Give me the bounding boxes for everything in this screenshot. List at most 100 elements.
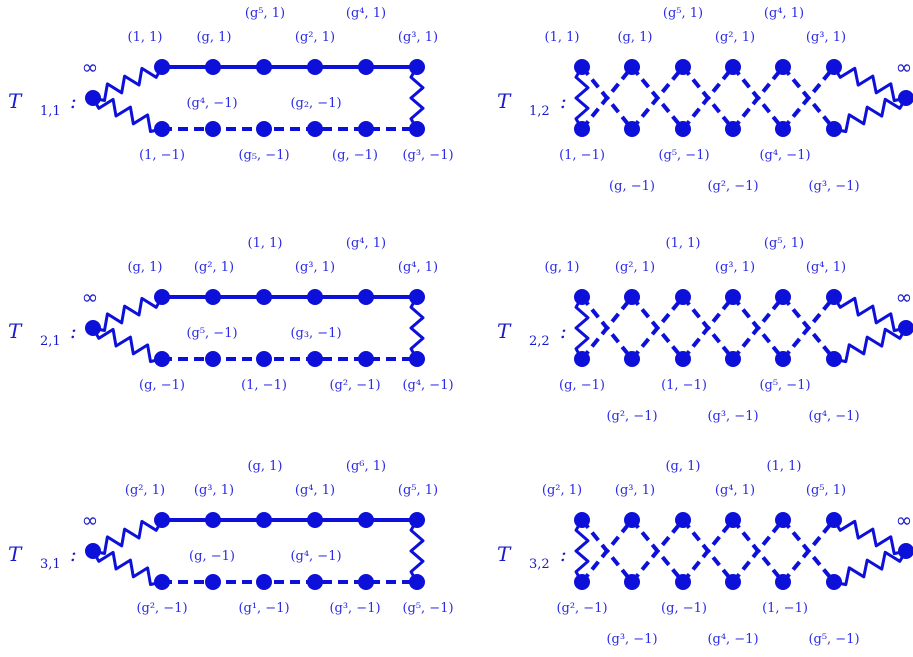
graph-title-T32: T: [497, 542, 512, 566]
node-top: [775, 512, 791, 528]
vertex-label: (g⁴, −1): [707, 632, 758, 647]
edge-zigzag: [832, 66, 907, 103]
node-bottom: [775, 574, 791, 590]
vertex-label: (g⁵, −1): [759, 378, 810, 393]
node-bottom: [775, 121, 791, 137]
graph-title-T31: T: [8, 542, 23, 566]
graph-colon-T11: :: [70, 89, 77, 113]
edge-zigzag: [92, 519, 164, 555]
vertex-label: (g⁵, −1): [658, 148, 709, 163]
vertex-label: (1, −1): [559, 148, 605, 163]
node-bottom: [574, 574, 590, 590]
graph-title-T21: T: [8, 319, 23, 343]
vertex-label: (g, 1): [665, 459, 700, 474]
node-bottom: [624, 351, 640, 367]
node-top: [826, 512, 842, 528]
node-bottom: [574, 121, 590, 137]
node-top: [675, 59, 691, 75]
vertex-label: (1, 1): [248, 236, 283, 251]
edge-zigzag: [574, 519, 590, 583]
vertex-label: (g⁴, 1): [764, 6, 804, 21]
edge-zigzag: [92, 66, 164, 102]
edge-zigzag: [409, 296, 425, 360]
vertex-label: (g, −1): [139, 378, 185, 393]
vertex-label: (g⁴, 1): [346, 6, 386, 21]
node-top: [256, 289, 272, 305]
infinity-label: ∞: [896, 55, 913, 79]
vertex-label: (g², −1): [707, 179, 758, 194]
node-infinity: [85, 543, 101, 559]
vertex-label: (g³, 1): [715, 260, 755, 275]
node-bottom: [826, 351, 842, 367]
vertex-label: (g⁵, −1): [402, 601, 453, 616]
node-bottom: [725, 574, 741, 590]
node-bottom: [256, 121, 272, 137]
graph-subscript-T31: 3,1: [40, 557, 61, 572]
vertex-label: (g⁴, 1): [398, 260, 438, 275]
graph-title-T22: T: [497, 319, 512, 343]
node-top: [307, 512, 323, 528]
vertex-label: (g⁴, −1): [186, 96, 237, 111]
vertex-label: (g², 1): [715, 30, 755, 45]
node-bottom: [205, 351, 221, 367]
vertex-label: (g⁵, 1): [663, 6, 703, 21]
vertex-label: (g², −1): [136, 601, 187, 616]
edge-zigzag: [574, 66, 590, 130]
edge-zigzag: [832, 296, 907, 333]
vertex-label: (1, 1): [767, 459, 802, 474]
node-bottom: [154, 121, 170, 137]
edge-zigzag: [91, 97, 163, 133]
edge-dashed: [681, 518, 735, 584]
vertex-label: (g⁵, −1): [186, 326, 237, 341]
node-top: [826, 59, 842, 75]
vertex-label: (g², 1): [194, 260, 234, 275]
vertex-label: (g⁵, 1): [764, 236, 804, 251]
node-top: [358, 59, 374, 75]
node-top: [205, 289, 221, 305]
node-bottom: [307, 121, 323, 137]
node-top: [154, 512, 170, 528]
node-top: [256, 512, 272, 528]
vertex-label: (g, −1): [189, 549, 235, 564]
edge-dashed: [580, 65, 634, 131]
node-bottom: [154, 574, 170, 590]
vertex-label: (g⁵, −1): [808, 632, 859, 647]
edge-zigzag: [574, 296, 590, 360]
edge-dashed: [681, 295, 735, 361]
node-top: [307, 289, 323, 305]
vertex-label: (g, −1): [661, 601, 707, 616]
vertex-label: (1, −1): [241, 378, 287, 393]
vertex-label: (g, −1): [332, 148, 378, 163]
node-bottom: [205, 574, 221, 590]
node-top: [205, 512, 221, 528]
vertex-label: (1, 1): [666, 236, 701, 251]
node-bottom: [409, 121, 425, 137]
graph-colon-T22: :: [560, 319, 567, 343]
node-top: [775, 59, 791, 75]
node-bottom: [675, 121, 691, 137]
node-top: [624, 289, 640, 305]
edge-zigzag: [91, 327, 163, 363]
vertex-label: (g³, −1): [402, 148, 453, 163]
vertex-label: (g, −1): [559, 378, 605, 393]
vertex-label: (g₂, −1): [290, 96, 341, 111]
graph-subscript-T22: 2,2: [529, 334, 550, 349]
node-top: [826, 289, 842, 305]
node-bottom: [826, 574, 842, 590]
graph-subscript-T21: 2,1: [40, 334, 61, 349]
edge-dashed: [630, 295, 685, 361]
node-bottom: [675, 351, 691, 367]
node-bottom: [409, 574, 425, 590]
vertex-label: (g, 1): [196, 30, 231, 45]
vertex-label: (g₅, −1): [238, 148, 289, 163]
node-bottom: [409, 351, 425, 367]
node-bottom: [574, 351, 590, 367]
vertex-label: (g, 1): [617, 30, 652, 45]
node-top: [358, 289, 374, 305]
node-infinity: [85, 320, 101, 336]
edge-dashed: [630, 65, 685, 131]
node-infinity: [898, 320, 913, 336]
node-bottom: [624, 574, 640, 590]
node-top: [725, 59, 741, 75]
